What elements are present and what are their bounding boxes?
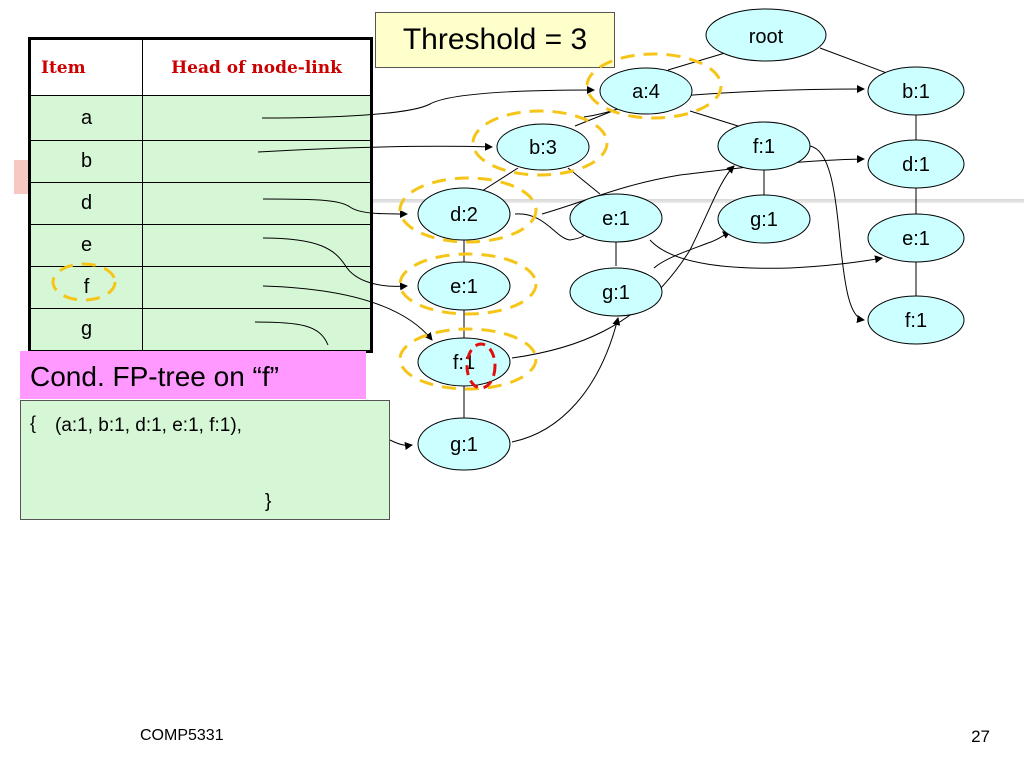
tree-edges [463,47,917,418]
decorative-red-bar [14,160,30,194]
open-brace: { [30,413,37,433]
highlight-f-count [465,342,497,390]
node-e1-mid-label: e:1 [602,208,630,230]
node-a4 [599,67,693,115]
highlight-d2 [398,176,538,244]
link-d [262,198,408,218]
node-e1-right-label: e:1 [902,228,930,250]
edge-a-b [574,109,616,127]
node-f1-right [867,295,965,345]
close-brace: } [265,491,272,512]
node-e1-left [417,261,511,311]
node-b1-right-label: b:1 [902,81,930,103]
link-g-next [511,317,621,443]
link-a [261,86,595,119]
link-g-start [254,321,329,346]
link-b [257,142,493,153]
node-f1-mid [717,121,811,171]
node-e1-left-label: e:1 [450,276,478,298]
item-cell-b: b [29,140,143,183]
node-f1-left [417,337,511,387]
node-b3-label: b:3 [529,137,557,159]
item-cell-g: g [29,308,143,352]
node-g1-right-mid [717,194,811,244]
link-f-next [511,165,735,359]
highlight-b3 [471,109,609,177]
node-d2-label: d:2 [450,204,478,226]
edge-a-f-mid [689,110,739,127]
node-g1-mid [569,267,663,317]
link-g-end [389,439,413,450]
node-f1-left-label: f:1 [453,352,475,374]
node-f1-mid-label: f:1 [753,136,775,158]
node-g1-bottom-label: g:1 [450,434,478,456]
node-f1-right-label: f:1 [905,310,927,332]
node-link-cell-b [142,140,372,183]
table-row: b [29,140,372,183]
highlight-e1-left [398,252,538,316]
conditional-pattern-box: { (a:1, b:1, d:1, e:1, f:1), } [20,400,390,520]
node-b1-right [867,66,965,116]
node-d1-right [867,139,965,189]
node-a4-label: a:4 [632,81,660,103]
edge-b-d [481,167,519,192]
node-d1-right-label: d:1 [902,154,930,176]
table-row: g [29,308,372,352]
conditional-pattern-line: (a:1, b:1, d:1, e:1, f:1), [55,415,242,436]
highlight-a4 [585,52,723,120]
header-col-item: Item [29,38,143,96]
header-table: Item Head of node-link a b d e f g [28,37,373,353]
link-e-mid-next [649,239,883,269]
table-row: f [29,266,372,309]
node-e1-right [867,213,965,263]
edge-b-e-mid [567,167,601,195]
table-row: a [29,95,372,141]
highlight-circles [51,52,723,391]
node-g1-mid-label: g:1 [602,282,630,304]
link-f [262,285,433,341]
tree-nodes: root a:4 b:3 d:2 e:1 f:1 g:1 e:1 g:1 f:1… [417,8,965,471]
node-root [705,8,827,62]
link-f-mid-next [809,145,865,323]
item-cell-f: f [29,266,143,309]
threshold-label: Threshold = 3 [375,12,615,68]
node-link-cell-g [142,308,372,352]
node-g1-right-mid-label: g:1 [750,209,778,231]
node-link-cell-e [142,224,372,267]
table-row: d [29,182,372,225]
node-root-label: root [749,26,784,48]
node-e1-mid [569,193,663,243]
node-b3 [496,123,590,171]
node-g1-bottom [417,417,511,471]
node-link-cell-a [142,95,372,141]
footer-page-number: 27 [971,727,990,746]
node-link-cell-d [142,182,372,225]
conditional-fp-tree-title: Cond. FP-tree on “f” [20,351,366,399]
node-d2 [417,187,511,241]
edge-root-b-right [819,47,893,76]
header-col-node-link: Head of node-link [142,38,372,96]
highlight-f1-left [398,327,538,391]
link-g-mid-next [653,231,731,269]
link-e [262,237,408,291]
decorative-divider-line [370,199,1024,203]
node-link-cell-f [142,266,372,309]
highlight-item-f [51,262,117,302]
item-cell-d: d [29,182,143,225]
item-cell-a: a [29,95,143,141]
footer-course: COMP5331 [140,727,224,744]
